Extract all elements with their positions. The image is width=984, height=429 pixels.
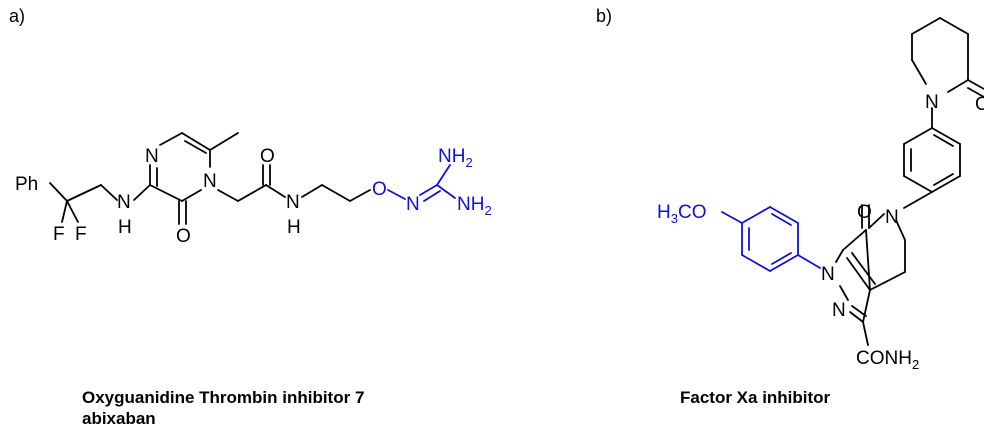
atom-lactam-n: N xyxy=(885,207,899,228)
atom-imine-n: N xyxy=(406,194,420,215)
atom-piperidone-o: O xyxy=(975,94,984,115)
atom-f2: F xyxy=(75,224,87,245)
panel-b-label: b) xyxy=(596,6,613,26)
structure-b xyxy=(721,17,984,346)
atom-ring-carbonyl-o: O xyxy=(176,226,191,247)
caption-a: Oxyguanidine Thrombin inhibitor 7 abixab… xyxy=(82,387,364,429)
atom-f1: F xyxy=(53,224,65,245)
atom-pyrazole-n2: N xyxy=(832,300,846,321)
atom-pyrazole-n1: N xyxy=(821,264,835,285)
caption-a-line1: Oxyguanidine Thrombin inhibitor 7 xyxy=(82,388,365,407)
atom-amide-n: N xyxy=(286,192,300,213)
atom-lactam-o: O xyxy=(857,202,872,223)
panel-a-label: a) xyxy=(9,6,26,26)
caption-b: Factor Xa inhibitor xyxy=(680,388,831,407)
atom-ether-o: O xyxy=(372,179,387,200)
atom-ph: Ph xyxy=(15,174,38,195)
atom-ring-n-right: N xyxy=(203,171,217,192)
atom-piperidone-n: N xyxy=(925,92,939,113)
atom-nh2-right: NH2 xyxy=(457,194,492,218)
atom-carboxamide: CONH2 xyxy=(856,348,919,372)
atom-nh-n: N xyxy=(117,192,131,213)
caption-a-line2: abixaban xyxy=(82,409,156,428)
atom-nh2-top: NH2 xyxy=(438,146,473,170)
atom-nh-h: H xyxy=(118,217,132,238)
atom-amide-o: O xyxy=(260,146,275,167)
structure-a xyxy=(49,132,456,225)
atom-ring-n-top: N xyxy=(145,146,159,167)
atom-amide-h: H xyxy=(287,217,301,238)
atom-methoxy: H3CO xyxy=(657,202,706,226)
